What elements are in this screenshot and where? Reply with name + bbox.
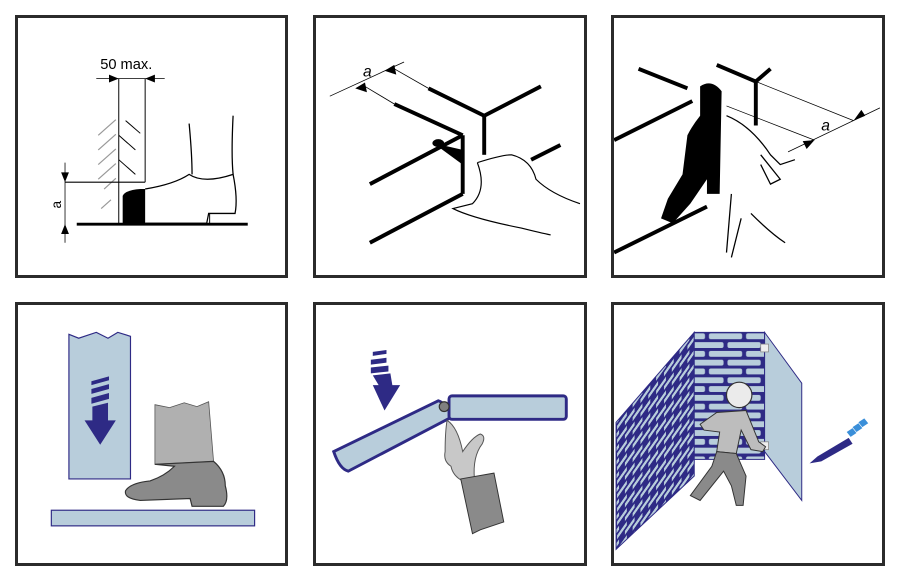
panel-door-wall-crush-hazard <box>611 302 885 566</box>
door-wall-crush-illustration <box>615 330 869 551</box>
panel-body-reach-diagram: a <box>611 15 885 278</box>
panel-finger-pinch-hazard <box>313 302 587 566</box>
dimension-label-50-max: 50 max. <box>100 57 152 73</box>
foot-crush-illustration <box>50 331 256 527</box>
foot-gap-illustration: 50 max. a <box>49 57 248 243</box>
dimension-label-a: a <box>49 201 64 209</box>
finger-pinch-illustration <box>331 349 568 535</box>
hand-reach-illustration: a <box>329 61 581 245</box>
dimension-label-a: a <box>821 117 830 134</box>
panel-foot-crush-hazard <box>15 302 288 566</box>
body-reach-illustration: a <box>614 63 881 258</box>
dimension-label-a: a <box>363 64 372 81</box>
panel-foot-gap-diagram: 50 max. a <box>15 15 288 278</box>
panel-hand-reach-diagram: a <box>313 15 587 278</box>
